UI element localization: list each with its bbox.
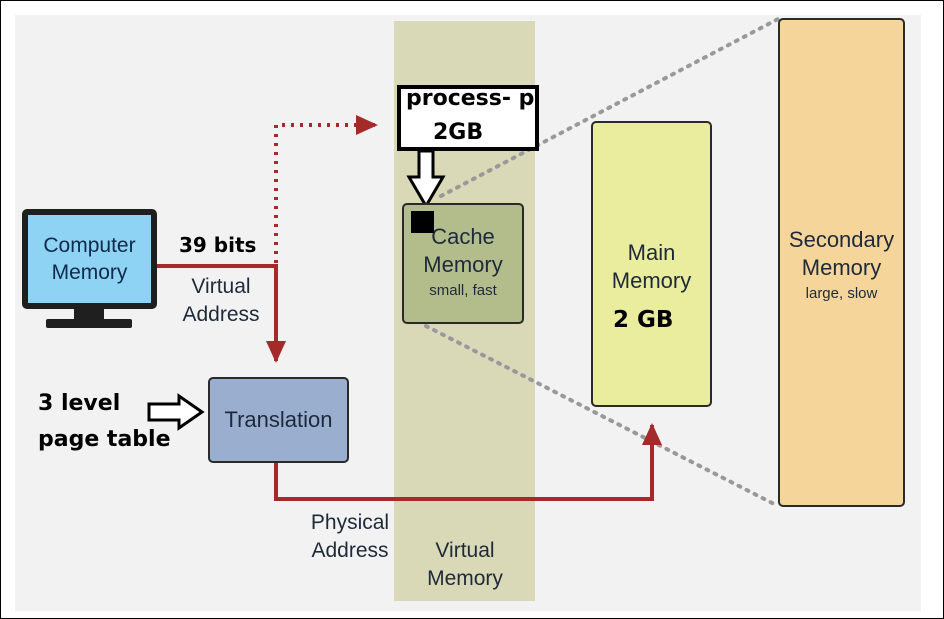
translation-box: Translation — [208, 377, 349, 463]
virtual-memory-line1: Virtual — [435, 539, 495, 562]
bits-label: 39 bits — [179, 233, 257, 257]
cache-memory-box: Cache Memory small, fast — [402, 203, 524, 324]
main-memory-box: Main Memory — [591, 121, 712, 407]
virtual-address-arrow — [157, 264, 286, 363]
cache-label-line1: Cache — [431, 224, 495, 249]
process-box — [397, 85, 539, 151]
monitor-base — [46, 319, 132, 328]
computer-monitor-icon: Computer Memory — [22, 209, 157, 309]
process-arrow-dotted — [274, 115, 378, 263]
hollow-arrow-down-icon — [406, 149, 446, 209]
main-memory-label-line2: Memory — [611, 268, 692, 293]
secondary-label-line1: Secondary — [788, 227, 895, 252]
virtual-address-line1: Virtual — [191, 275, 251, 298]
page-table-note-line2: page table — [38, 427, 171, 452]
page-table-note-line1: 3 level — [38, 391, 121, 416]
projection-line-upper — [439, 17, 780, 198]
computer-label-line1: Computer — [43, 234, 136, 257]
computer-label-line2: Memory — [51, 261, 128, 284]
monitor-stand — [74, 307, 104, 321]
virtual-address-label: Virtual Address — [176, 273, 266, 329]
secondary-label-line2: Memory — [801, 255, 882, 280]
main-memory-label-line1: Main — [627, 240, 676, 265]
main-memory-size: 2 GB — [613, 307, 674, 333]
translation-label: Translation — [224, 407, 333, 432]
monitor-screen: Computer Memory — [28, 215, 151, 303]
projection-line-lower — [424, 324, 780, 508]
process-size: 2GB — [433, 120, 484, 145]
hollow-arrow-right-icon — [147, 393, 205, 431]
process-label: process- p — [406, 86, 535, 111]
physical-address-line2: Address — [311, 539, 389, 562]
virtual-memory-line2: Memory — [427, 567, 503, 590]
virtual-memory-label: Virtual Memory — [411, 537, 519, 593]
physical-address-line1: Physical — [310, 511, 390, 534]
secondary-memory-box: Secondary Memory large, slow — [778, 18, 905, 507]
cache-caption: small, fast — [429, 282, 497, 299]
virtual-address-line2: Address — [182, 303, 260, 326]
secondary-caption: large, slow — [805, 285, 878, 302]
physical-address-label: Physical Address — [289, 509, 411, 565]
cache-label-line2: Memory — [423, 252, 503, 277]
cache-marker — [411, 211, 434, 233]
physical-address-arrow — [274, 423, 662, 501]
